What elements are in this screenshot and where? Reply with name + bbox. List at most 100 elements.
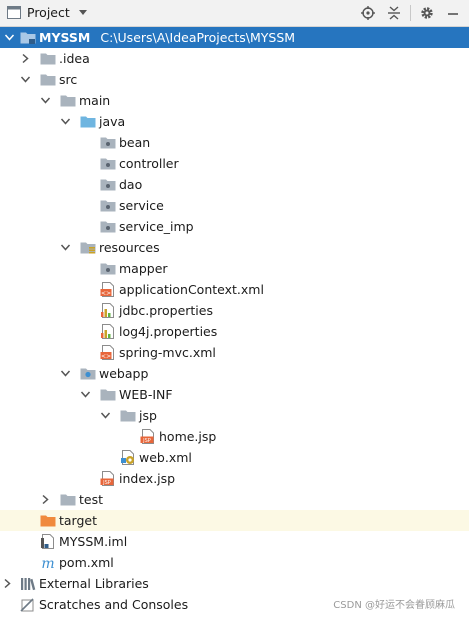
tree-node-home-jsp[interactable]: JSP home.jsp [0, 426, 469, 447]
chevron-down-icon[interactable] [60, 242, 71, 253]
tree-label: main [79, 93, 111, 108]
jsp-file-icon: JSP [140, 429, 154, 444]
maven-icon: m [41, 556, 54, 570]
tree-node-dao[interactable]: dao [0, 174, 469, 195]
tree-node-service[interactable]: service [0, 195, 469, 216]
chevron-down-icon[interactable] [60, 116, 71, 127]
locate-file-button[interactable] [358, 4, 378, 22]
tree-node-jdbc-properties[interactable]: jdbc.properties [0, 300, 469, 321]
xml-file-icon: <> [100, 282, 114, 297]
tree-node-web-inf[interactable]: WEB-INF [0, 384, 469, 405]
tree-node-spring-mvc[interactable]: <> spring-mvc.xml [0, 342, 469, 363]
collapse-all-button[interactable] [384, 4, 404, 22]
tree-node-test[interactable]: test [0, 489, 469, 510]
tree-label: External Libraries [39, 576, 149, 591]
tree-node-java[interactable]: java [0, 111, 469, 132]
jsp-file-icon: JSP [100, 471, 114, 486]
tree-label: webapp [99, 366, 149, 381]
project-toolbar: Project [0, 0, 469, 27]
project-view-selector[interactable]: Project [7, 5, 87, 20]
tree-label: web.xml [139, 450, 192, 465]
tree-label: service [119, 198, 164, 213]
chevron-down-icon[interactable] [4, 32, 15, 43]
settings-button[interactable] [417, 4, 437, 22]
gear-icon [421, 7, 433, 19]
svg-text:JSP: JSP [142, 438, 151, 444]
tree-node-service-imp[interactable]: service_imp [0, 216, 469, 237]
svg-text:<>: <> [101, 290, 111, 297]
tree-node-web-xml[interactable]: web.xml [0, 447, 469, 468]
package-icon [100, 179, 116, 191]
tree-node-external-libraries[interactable]: External Libraries [0, 573, 469, 594]
chevron-down-icon[interactable] [40, 95, 51, 106]
package-icon [100, 263, 116, 275]
crosshair-icon [361, 6, 375, 20]
tree-node-webapp[interactable]: webapp [0, 363, 469, 384]
folder-icon [60, 95, 76, 107]
tree-label: java [99, 114, 126, 129]
tree-label: WEB-INF [119, 387, 173, 402]
svg-text:<>: <> [101, 353, 111, 360]
chevron-down-icon [78, 10, 87, 15]
tree-node-log4j-properties[interactable]: log4j.properties [0, 321, 469, 342]
hide-panel-button[interactable] [443, 4, 463, 22]
project-view-title: Project [27, 5, 70, 20]
tree-label: target [59, 513, 98, 528]
tree-node-src[interactable]: src [0, 69, 469, 90]
source-folder-icon [80, 116, 96, 128]
tree-node-application-context[interactable]: <> applicationContext.xml [0, 279, 469, 300]
web-xml-file-icon [121, 450, 134, 465]
tree-node-iml[interactable]: MYSSM.iml [0, 531, 469, 552]
package-icon [100, 200, 116, 212]
project-root-name: MYSSM [39, 30, 91, 45]
chevron-down-icon[interactable] [100, 410, 111, 421]
tree-node-main[interactable]: main [0, 90, 469, 111]
chevron-right-icon[interactable] [20, 53, 31, 64]
toolbar-divider [410, 5, 411, 21]
tree-label: service_imp [119, 219, 194, 234]
tree-node-index-jsp[interactable]: JSP index.jsp [0, 468, 469, 489]
tree-label: applicationContext.xml [119, 282, 264, 297]
tree-label: index.jsp [119, 471, 176, 486]
chevron-down-icon[interactable] [60, 368, 71, 379]
tree-label: jdbc.properties [119, 303, 213, 318]
tree-node-idea[interactable]: .idea [0, 48, 469, 69]
tree-node-resources[interactable]: resources [0, 237, 469, 258]
library-icon [21, 578, 36, 591]
excluded-folder-icon [40, 515, 56, 527]
tree-node-scratches[interactable]: Scratches and Consoles [0, 594, 469, 615]
folder-icon [60, 494, 76, 506]
tree-node-mapper[interactable]: mapper [0, 258, 469, 279]
tree-label: test [79, 492, 104, 507]
tree-label: src [59, 72, 78, 87]
tree-label: mapper [119, 261, 168, 276]
tree-label: bean [119, 135, 151, 150]
tree-node-jsp-folder[interactable]: jsp [0, 405, 469, 426]
folder-icon [40, 74, 56, 86]
tree-label: home.jsp [159, 429, 217, 444]
tree-node-controller[interactable]: controller [0, 153, 469, 174]
tree-label: MYSSM.iml [59, 534, 128, 549]
chevron-down-icon[interactable] [80, 389, 91, 400]
package-icon [100, 158, 116, 170]
folder-icon [40, 53, 56, 65]
tree-node-target[interactable]: target [0, 510, 469, 531]
tree-node-bean[interactable]: bean [0, 132, 469, 153]
chevron-right-icon[interactable] [2, 578, 13, 589]
folder-icon [100, 389, 116, 401]
folder-icon [120, 410, 136, 422]
scratches-icon [20, 598, 34, 612]
module-folder-icon [20, 32, 36, 44]
tree-label: controller [119, 156, 179, 171]
svg-text:JSP: JSP [102, 480, 111, 486]
tree-label: pom.xml [59, 555, 114, 570]
properties-file-icon [101, 303, 114, 318]
tree-label: resources [99, 240, 160, 255]
xml-file-icon: <> [100, 345, 114, 360]
chevron-right-icon[interactable] [40, 494, 51, 505]
tree-node-pom[interactable]: m pom.xml [0, 552, 469, 573]
chevron-down-icon[interactable] [20, 74, 31, 85]
tree-label: spring-mvc.xml [119, 345, 216, 360]
tree-label: Scratches and Consoles [39, 597, 189, 612]
